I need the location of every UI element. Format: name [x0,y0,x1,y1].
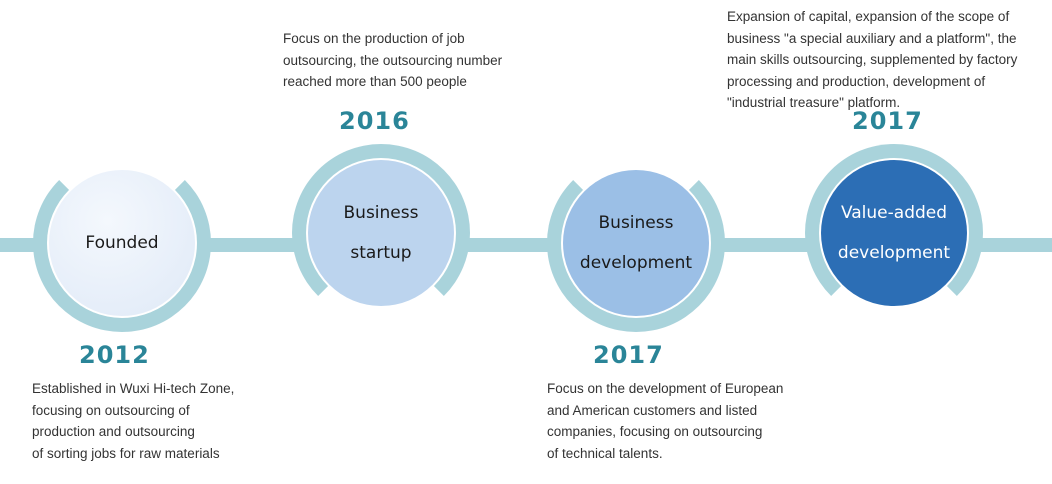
milestone-1-year: 2012 [79,341,150,369]
milestone-4-circle[interactable]: Value-added development [821,160,967,306]
milestone-2-description: Focus on the production of job outsourci… [283,31,503,89]
milestone-1-circle[interactable]: Founded [49,170,195,316]
milestone-3-description: Focus on the development of European and… [547,381,784,461]
milestone-4-description: Expansion of capital, expansion of the s… [727,9,1018,110]
milestone-1-label: Founded [85,233,159,253]
milestone-1-description: Established in Wuxi Hi-tech Zone, focusi… [32,381,235,461]
milestone-4-label: Value-added development [837,203,951,263]
timeline-line [0,238,1052,252]
milestone-2-year: 2016 [339,107,410,135]
milestone-3-year: 2017 [593,341,664,369]
milestone-4-year: 2017 [852,107,923,135]
milestone-2-label: Business startup [343,203,419,263]
milestone-2-circle[interactable]: Business startup [308,160,454,306]
milestone-3-label: Business development [579,213,693,273]
milestone-3-circle[interactable]: Business development [563,170,709,316]
